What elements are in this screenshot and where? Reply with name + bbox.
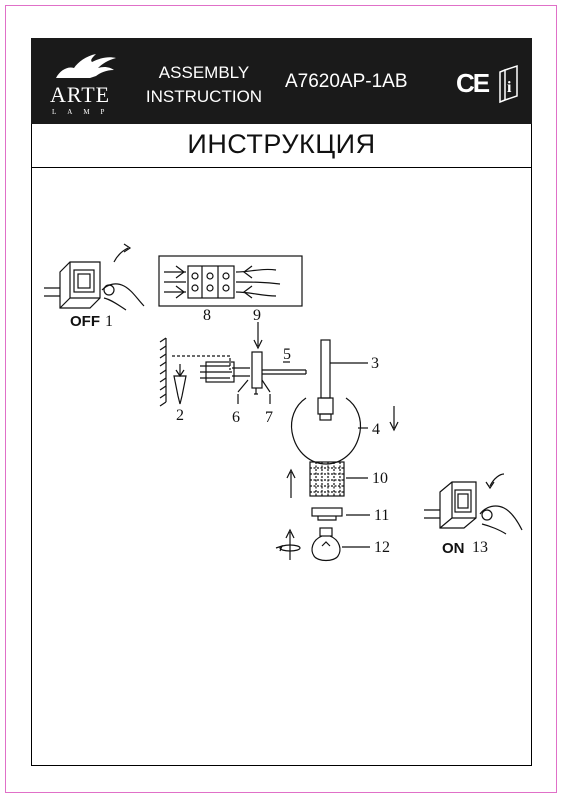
step-5-label: 5	[283, 346, 291, 363]
header-bar	[31, 38, 532, 124]
title-band	[31, 124, 532, 168]
assembly-line1: ASSEMBLY	[158, 63, 250, 82]
step-11-label: 11	[374, 507, 390, 524]
step-4-label: 4	[372, 421, 380, 438]
diffuser-icon	[286, 461, 368, 498]
step-6-label: 6	[232, 409, 240, 426]
bracket-wiring-icon	[200, 351, 307, 395]
step-2-label: 2	[176, 407, 184, 424]
step-13-label: 13	[472, 539, 488, 556]
step-9-label: 9	[253, 307, 261, 324]
on-label: ON	[442, 540, 465, 557]
wall-icon	[159, 337, 167, 407]
ring-nut-icon	[311, 507, 370, 521]
brand-logo-subtext: LAMP	[52, 108, 116, 116]
wall-anchor-icon	[172, 355, 231, 405]
page-title: ИНСТРУКЦИЯ	[187, 129, 376, 159]
brand-logo-text: ARTE	[50, 82, 111, 107]
rod-icon	[317, 339, 334, 421]
step-3-label: 3	[371, 355, 379, 372]
switch-on-icon	[424, 473, 523, 535]
svg-text:i: i	[507, 79, 512, 96]
step-12-label: 12	[374, 539, 390, 556]
ce-mark-icon: CE	[456, 68, 490, 98]
model-number: A7620AP-1AB	[285, 71, 408, 92]
step-7-label: 7	[265, 409, 273, 426]
page-frame	[5, 5, 557, 793]
assembly-instruction-heading: ASSEMBLY INSTRUCTION	[145, 61, 263, 109]
step-8-label: 8	[203, 307, 211, 324]
glass-globe-icon	[290, 397, 399, 465]
bulb-icon	[275, 527, 370, 562]
assembly-line2: INSTRUCTION	[145, 87, 263, 106]
terminal-block-icon	[158, 255, 303, 307]
step-1-label: 1	[105, 313, 113, 330]
switch-off-icon	[44, 243, 145, 311]
off-label: OFF	[70, 313, 100, 330]
step-10-label: 10	[372, 470, 388, 487]
